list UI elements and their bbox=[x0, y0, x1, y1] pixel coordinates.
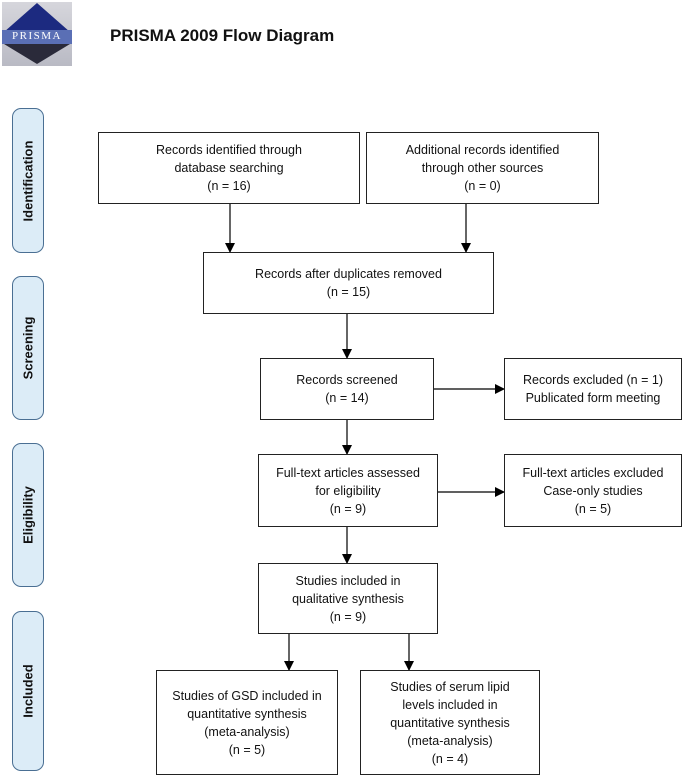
box-fulltext-excluded: Full-text articles excluded Case-only st… bbox=[504, 454, 682, 527]
box-fulltext-assessed-text: Full-text articles assessed for eligibil… bbox=[276, 465, 420, 516]
page-title: PRISMA 2009 Flow Diagram bbox=[110, 26, 335, 45]
box-records-excluded: Records excluded (n = 1) Publicated form… bbox=[504, 358, 682, 420]
box-fulltext-excluded-text: Full-text articles excluded Case-only st… bbox=[522, 465, 664, 516]
stage-included: Included bbox=[12, 611, 44, 771]
logo-text: PRISMA bbox=[12, 30, 62, 42]
box-qualitative-synthesis-text: Studies included in qualitative synthesi… bbox=[292, 573, 404, 624]
box-records-screened: Records screened (n = 14) bbox=[260, 358, 434, 420]
box-qualitative-synthesis: Studies included in qualitative synthesi… bbox=[258, 563, 438, 634]
box-other-sources: Additional records identified through ot… bbox=[366, 132, 599, 204]
prisma-logo: PRISMA bbox=[2, 2, 72, 66]
box-database-search: Records identified through database sear… bbox=[98, 132, 360, 204]
prisma-logo-graphic bbox=[2, 2, 72, 66]
box-duplicates-removed-text: Records after duplicates removed (n = 15… bbox=[255, 267, 442, 299]
box-other-sources-text: Additional records identified through ot… bbox=[405, 143, 560, 193]
box-fulltext-assessed: Full-text articles assessed for eligibil… bbox=[258, 454, 438, 527]
box-gsd-quantitative: Studies of GSD included in quantitative … bbox=[156, 670, 338, 775]
stage-screening: Screening bbox=[12, 276, 44, 420]
box-lipid-quantitative: Studies of serum lipid levels included i… bbox=[360, 670, 540, 775]
box-records-screened-text: Records screened (n = 14) bbox=[296, 373, 398, 405]
stage-eligibility: Eligibility bbox=[12, 443, 44, 587]
box-database-search-text: Records identified through database sear… bbox=[156, 143, 302, 193]
box-lipid-quantitative-text: Studies of serum lipid levels included i… bbox=[390, 679, 510, 766]
box-gsd-quantitative-text: Studies of GSD included in quantitative … bbox=[172, 688, 322, 757]
stage-identification: Identification bbox=[12, 108, 44, 253]
box-duplicates-removed: Records after duplicates removed (n = 15… bbox=[203, 252, 494, 314]
box-records-excluded-text: Records excluded (n = 1) Publicated form… bbox=[522, 373, 663, 405]
